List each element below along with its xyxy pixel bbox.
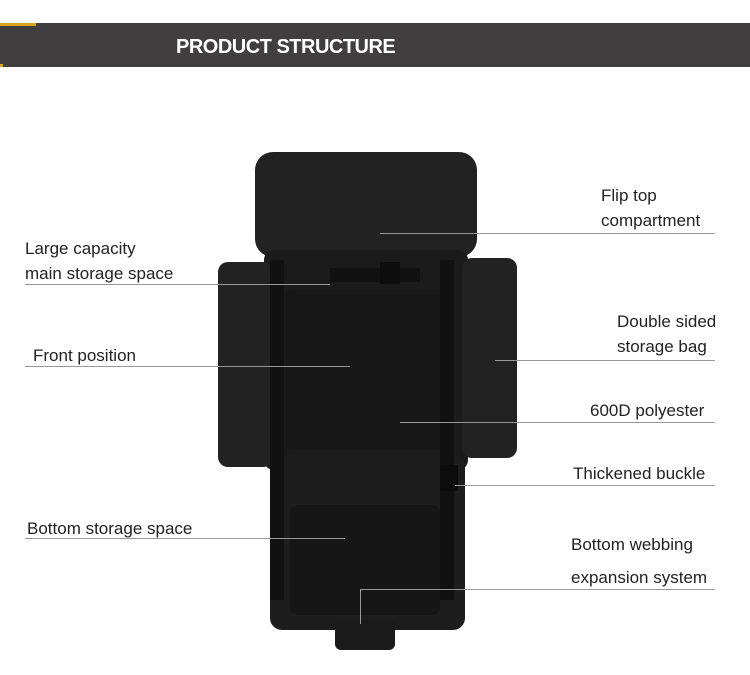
strap xyxy=(330,268,420,282)
front-pocket xyxy=(285,290,450,450)
label-expansion-system: expansion system xyxy=(571,568,708,587)
leader-line xyxy=(400,422,715,423)
label-bottom-webbing: Bottom webbing xyxy=(571,535,693,554)
flip-top xyxy=(255,152,477,257)
left-side-pocket xyxy=(218,262,273,467)
label-buckle: Thickened buckle xyxy=(573,464,706,483)
right-side-pocket xyxy=(462,258,517,458)
leader-line xyxy=(25,366,350,367)
leader-line xyxy=(360,589,361,624)
leader-line xyxy=(360,589,715,590)
leader-line xyxy=(380,233,715,234)
label-compartment: compartment xyxy=(601,211,701,230)
label-front-position: Front position xyxy=(33,346,136,365)
leader-line xyxy=(455,485,715,486)
leader-line xyxy=(25,284,330,285)
label-polyester: 600D polyester xyxy=(590,401,705,420)
leader-line xyxy=(495,360,715,361)
header-bar xyxy=(0,23,750,67)
buckle xyxy=(380,262,400,284)
label-large-capacity: Large capacity xyxy=(25,239,136,258)
leader-line xyxy=(25,538,345,539)
label-flip-top: Flip top xyxy=(601,186,657,205)
label-main-storage: main storage space xyxy=(25,264,174,283)
label-double-sided: Double sided xyxy=(617,312,717,331)
buckle xyxy=(440,465,458,491)
label-storage-bag: storage bag xyxy=(617,337,707,356)
header-accent xyxy=(0,23,36,26)
label-bottom-storage: Bottom storage space xyxy=(27,519,193,538)
bottom-pocket xyxy=(290,505,440,615)
page-title: PRODUCT STRUCTURE xyxy=(176,36,396,58)
header-accent xyxy=(0,64,3,67)
